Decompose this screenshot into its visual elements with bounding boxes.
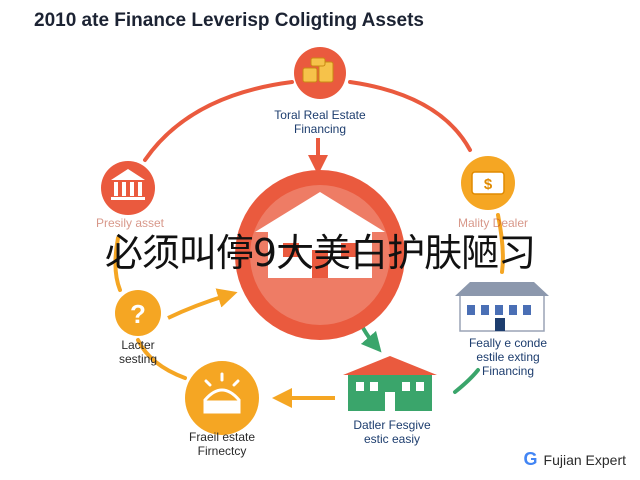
question-icon: ? bbox=[130, 299, 146, 329]
arc-left-bottom bbox=[136, 338, 187, 380]
arrow-question-to-center bbox=[167, 288, 238, 320]
green-building-label: Datler Fesgive estic easiy bbox=[330, 418, 454, 446]
left-node-label: Presily asset bbox=[95, 216, 165, 230]
row-house-label-line1: Feally e conde bbox=[468, 336, 548, 350]
top-node-label: Toral Real Estate Financing bbox=[250, 108, 390, 136]
question-node-circle bbox=[115, 290, 161, 336]
diagram-title: 2010 ate Finance Leverisp Coligting Asse… bbox=[34, 10, 424, 31]
watermark-logo-icon: G bbox=[523, 449, 538, 469]
green-building-label-line1: Datler Fesgive bbox=[353, 418, 431, 432]
question-node-label: Lacter sesting bbox=[90, 338, 186, 366]
arc-top-left bbox=[143, 80, 294, 162]
sunrise-node-label: Fraeil estate Firnectcy bbox=[160, 430, 284, 458]
svg-text:$: $ bbox=[484, 176, 493, 193]
arc-bottom-right bbox=[453, 368, 480, 394]
sunrise-node-label-line1: Fraeil estate bbox=[188, 430, 256, 444]
row-house-label: Feally e conde estile exting Financing bbox=[440, 336, 576, 378]
question-node-label-line2: sesting bbox=[118, 352, 158, 366]
sunrise-node-circle bbox=[185, 361, 259, 435]
center-house-icon bbox=[255, 192, 385, 278]
arc-right-down bbox=[496, 213, 505, 274]
bank-building-icon bbox=[111, 169, 145, 200]
money-icon: $ bbox=[471, 171, 505, 195]
sunrise-node-label-line2: Firnectcy bbox=[197, 444, 247, 458]
coins-icon bbox=[302, 57, 334, 83]
sunrise-house-icon bbox=[203, 372, 241, 414]
green-building-label-line2: estic easiy bbox=[363, 432, 421, 446]
overlay-caption: 必须叫停9大美白护肤陋习 bbox=[104, 231, 536, 275]
top-node-label-line1: Toral Real Estate bbox=[274, 108, 366, 122]
row-house-label-line3: Financing bbox=[481, 364, 535, 378]
row-house-label-line2: estile exting bbox=[476, 350, 540, 364]
row-house-icon bbox=[455, 282, 549, 332]
watermark: G Fujian Expert bbox=[524, 449, 627, 470]
question-node-label-line1: Lacter bbox=[121, 338, 155, 352]
green-building-icon bbox=[343, 356, 437, 411]
watermark-text: Fujian Expert bbox=[543, 451, 626, 468]
arc-left-down bbox=[113, 236, 122, 292]
right-node-label: Mality Dealer bbox=[457, 216, 529, 230]
arc-top-right bbox=[348, 80, 472, 152]
top-node-label-line2: Financing bbox=[293, 122, 347, 136]
left-node-circle bbox=[101, 161, 155, 215]
